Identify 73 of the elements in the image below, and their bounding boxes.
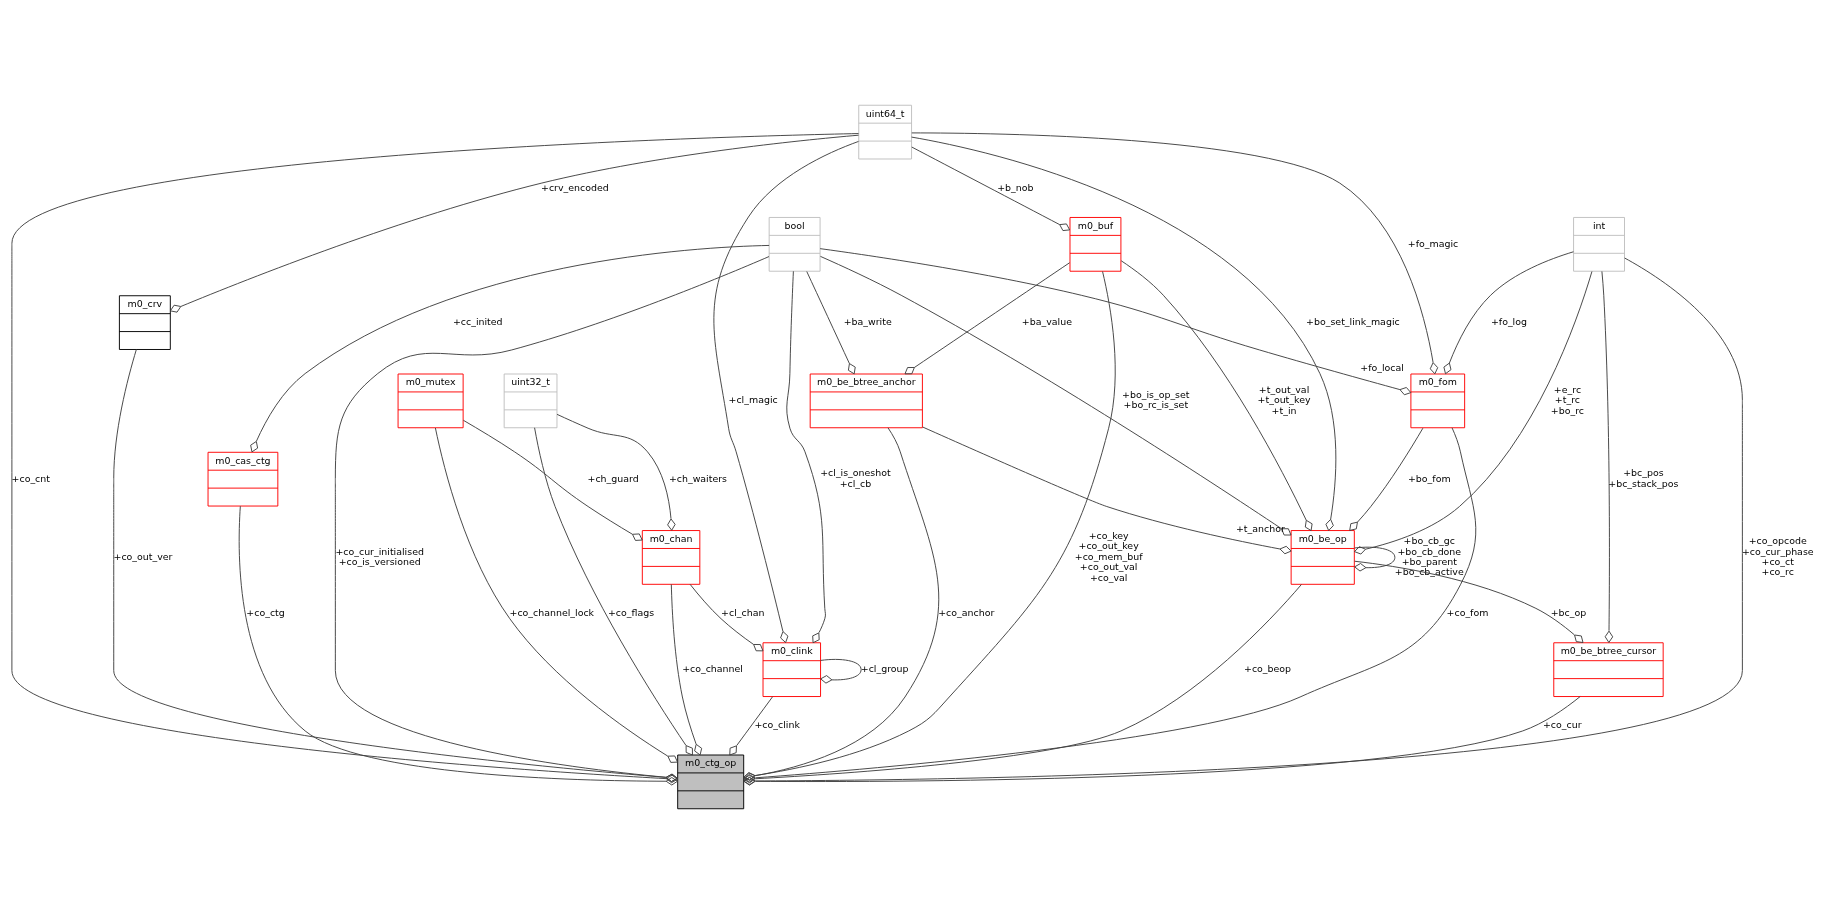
connector	[911, 146, 1071, 231]
edge-label: +co_ctg	[246, 606, 285, 618]
connector	[169, 134, 859, 313]
connector	[743, 257, 1743, 785]
connector	[462, 419, 643, 541]
connector	[911, 136, 1337, 531]
edge-label: +ba_write	[843, 315, 892, 327]
connector	[911, 131, 1439, 374]
connector	[1354, 560, 1584, 643]
edge-label: +co_cur	[1542, 718, 1582, 730]
connector	[250, 244, 770, 452]
edge-label: +bo_is_op_set +bo_rc_is_set	[1122, 388, 1190, 410]
connector	[238, 505, 678, 785]
edge-label: +t_out_val +t_out_key +t_in	[1257, 383, 1311, 416]
connector	[922, 426, 1292, 554]
connector	[670, 583, 703, 755]
edge-label: +co_out_ver	[113, 550, 173, 562]
edge-label: +co_flags	[607, 606, 655, 618]
edge-label: +cl_chan	[721, 606, 765, 618]
edge-label: +co_anchor	[938, 606, 995, 618]
edge-label: +co_channel_lock	[509, 606, 595, 618]
edge-label: +fo_magic	[1407, 237, 1459, 249]
edge-label: +e_rc +t_rc +bo_rc	[1550, 383, 1585, 416]
edge-label: +fo_local	[1360, 361, 1404, 373]
edge-label: +co_cnt	[11, 472, 50, 484]
connector	[820, 658, 862, 684]
connector	[729, 695, 774, 755]
edge-label: +bo_fom	[1407, 472, 1451, 484]
edge-label: +co_cur_initialised +co_is_versioned	[335, 545, 424, 567]
edge-label: +cl_magic	[728, 393, 778, 405]
edge-label: +cl_group	[860, 662, 909, 674]
connector	[113, 348, 678, 782]
connector	[556, 413, 676, 531]
edge-label: +co_channel	[682, 662, 743, 674]
edge-label: +ch_waiters	[668, 472, 728, 484]
edge-label: +ba_value	[1021, 315, 1072, 327]
edge-label: +bc_pos +bc_stack_pos	[1608, 466, 1679, 489]
connector	[743, 583, 1302, 783]
connector	[806, 270, 856, 374]
edge-label: +b_nob	[997, 181, 1034, 193]
connector	[743, 426, 940, 781]
connector	[434, 427, 678, 763]
connector	[904, 261, 1071, 374]
edge-label: +t_anchor	[1235, 522, 1285, 534]
edge-label: +ch_guard	[587, 472, 639, 484]
edge-label: +co_beop	[1244, 662, 1292, 674]
connector	[1354, 270, 1593, 555]
connector	[1443, 250, 1574, 374]
connector	[689, 583, 764, 651]
connector	[1354, 546, 1396, 571]
connector	[743, 426, 1477, 782]
connector	[1601, 270, 1614, 643]
connector	[786, 270, 826, 643]
connector	[1120, 259, 1313, 531]
connector	[713, 140, 859, 643]
edge-label: +crv_encoded	[541, 181, 609, 193]
edge-label: +cc_inited	[452, 315, 503, 327]
connector	[334, 255, 770, 782]
connector	[743, 270, 1116, 781]
connector	[819, 247, 1412, 395]
connector	[11, 132, 859, 783]
edge-label: +bo_set_link_magic	[1306, 315, 1400, 327]
edge-label: +cl_is_oneshot +cl_cb	[820, 466, 891, 489]
edge-label: +fo_log	[1490, 315, 1528, 327]
connector	[819, 255, 1292, 535]
connector	[1349, 427, 1424, 531]
edge-label: +co_opcode +co_cur_phase +co_ct +co_rc	[1741, 534, 1814, 577]
connector	[534, 426, 693, 755]
edge-label: +co_fom	[1446, 606, 1489, 618]
connector	[743, 695, 1581, 786]
edge-label: +co_clink	[754, 718, 800, 730]
edge-label: +bc_op	[1550, 606, 1587, 618]
edge-label: +co_key +co_out_key +co_mem_buf +co_out_val +co_val	[1074, 529, 1143, 583]
